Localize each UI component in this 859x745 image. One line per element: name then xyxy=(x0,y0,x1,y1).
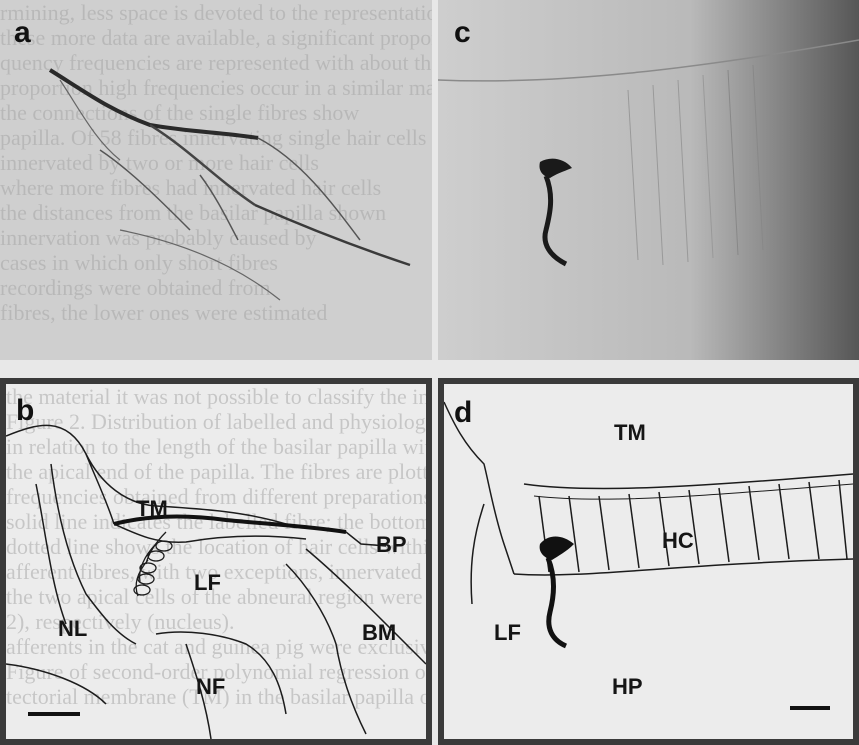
panel-label-b: b xyxy=(16,396,34,426)
panel-d-drawing xyxy=(444,384,853,745)
label-bp: BP xyxy=(376,534,407,556)
label-hc: HC xyxy=(662,530,694,552)
panel-label-a: a xyxy=(14,18,31,48)
panel-label-c: c xyxy=(454,18,471,48)
label-bm: BM xyxy=(362,622,396,644)
label-nf: NF xyxy=(196,676,225,698)
panel-label-d: d xyxy=(454,398,472,428)
label-lf-d: LF xyxy=(494,622,521,644)
panel-b: the material it was not possible to clas… xyxy=(0,378,432,745)
scale-bar-d xyxy=(790,706,830,710)
label-lf: LF xyxy=(194,572,221,594)
label-tm: TM xyxy=(136,498,168,520)
panel-a: rmining, less space is devoted to the re… xyxy=(0,0,432,360)
scale-bar-b xyxy=(28,712,80,716)
panel-a-photo xyxy=(0,0,432,360)
panel-c: c xyxy=(438,0,859,360)
panel-c-photo xyxy=(438,0,859,360)
label-tm-d: TM xyxy=(614,422,646,444)
label-nl: NL xyxy=(58,618,87,640)
label-hp: HP xyxy=(612,676,643,698)
panel-d: d TM HC LF HP xyxy=(438,378,859,745)
